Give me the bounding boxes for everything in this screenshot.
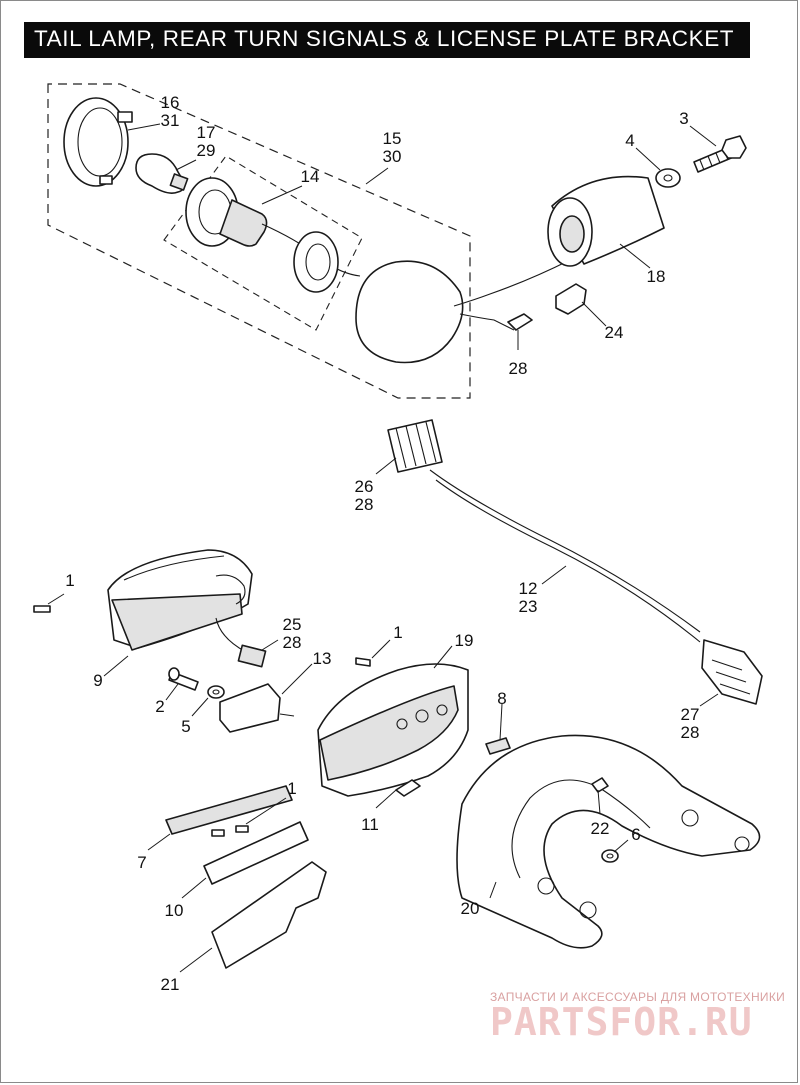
callout-13: 13 <box>313 649 332 668</box>
center-tail-lamp-part <box>317 663 469 797</box>
callout-17-29-line2: 29 <box>197 141 216 160</box>
leader-lines <box>47 123 719 973</box>
socket-part <box>185 177 361 293</box>
screw-part-1b <box>355 657 371 667</box>
module-part-13 <box>219 683 295 733</box>
callout-17-29-line1: 17 <box>197 123 216 142</box>
callout-2: 2 <box>155 697 164 716</box>
screw-part-2 <box>168 667 199 691</box>
callout-12-23-line1: 12 <box>519 579 538 598</box>
callout-9: 9 <box>93 671 102 690</box>
callout-5: 5 <box>181 717 190 736</box>
callout-21: 21 <box>161 975 180 994</box>
callout-12-23-line2: 23 <box>519 597 538 616</box>
nut-part-5 <box>207 685 225 699</box>
callout-27-28-line1: 27 <box>681 705 700 724</box>
callout-28a: 28 <box>509 359 528 378</box>
wire-clip-part <box>555 283 587 315</box>
bolt-part <box>693 135 747 173</box>
clip-part-11 <box>395 779 421 797</box>
callout-26-28-line1: 26 <box>355 477 374 496</box>
mount-cup-part <box>547 175 665 267</box>
callout-25-28-line1: 25 <box>283 615 302 634</box>
callout-24: 24 <box>605 323 624 342</box>
callout-1a: 1 <box>65 571 74 590</box>
callout-18: 18 <box>647 267 666 286</box>
screw-part-1a <box>33 605 51 613</box>
license-plate-light-part <box>203 821 309 885</box>
callout-11: 11 <box>361 815 379 834</box>
callout-14: 14 <box>301 167 320 186</box>
callout-22: 22 <box>591 819 610 838</box>
callout-27-28-line2: 28 <box>681 723 700 742</box>
callout-16-31-line1: 16 <box>161 93 180 112</box>
callout-4: 4 <box>625 131 634 150</box>
socket-assembly-dashed-outline <box>163 155 363 331</box>
callout-1b: 1 <box>393 623 402 642</box>
license-bracket-part <box>211 861 327 969</box>
bulb-part <box>135 153 189 194</box>
diagram-title: TAIL LAMP, REAR TURN SIGNALS & LICENSE P… <box>34 26 735 51</box>
left-tail-lamp-part <box>107 549 267 668</box>
screw-part-1c-right <box>235 825 249 833</box>
fender-bracket-part <box>456 734 761 949</box>
callout-6: 6 <box>631 825 640 844</box>
turn-signal-assembly-dashed-outline <box>47 83 471 399</box>
screw-part-1c-left <box>211 829 225 837</box>
callout-1c: 1 <box>287 779 296 798</box>
lens-ring-part <box>63 97 133 187</box>
reflector-strip-part <box>165 785 293 835</box>
callout-19: 19 <box>455 631 474 650</box>
nut-part-6 <box>601 849 619 863</box>
callout-16-31-line2: 31 <box>161 111 180 130</box>
watermark-logo: PARTSFOR.RU <box>490 1000 753 1044</box>
callout-15-30-line1: 15 <box>383 129 402 148</box>
callout-20: 20 <box>461 899 480 918</box>
callout-7: 7 <box>137 853 146 872</box>
fastener-part-22 <box>591 777 609 793</box>
callout-26-28-line2: 28 <box>355 495 374 514</box>
callout-3: 3 <box>679 109 688 128</box>
terminal-part <box>507 313 533 331</box>
callout-10: 10 <box>165 901 184 920</box>
signal-housing-part <box>355 259 571 364</box>
watermark-tagline: ЗАПЧАСТИ И АКСЕССУАРЫ ДЛЯ МОТОТЕХНИКИ <box>490 990 786 1004</box>
wiring-harness-part <box>387 419 763 705</box>
washer-part <box>655 168 681 188</box>
callout-8: 8 <box>497 689 506 708</box>
callout-25-28-line2: 28 <box>283 633 302 652</box>
title-bar: TAIL LAMP, REAR TURN SIGNALS & LICENSE P… <box>24 22 750 58</box>
callout-15-30-line2: 30 <box>383 147 402 166</box>
